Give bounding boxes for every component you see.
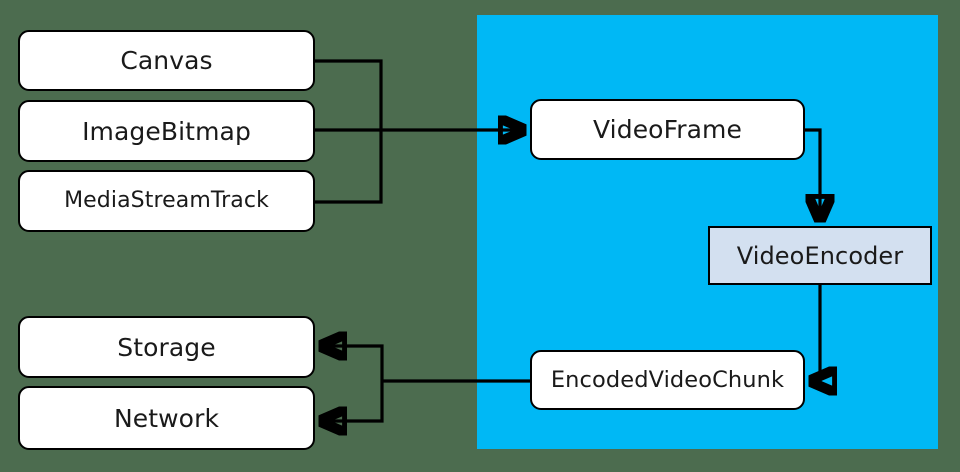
node-video-encoder[interactable]: VideoEncoder — [708, 226, 932, 285]
edge-bus-to-network — [321, 381, 384, 421]
edge-mediastreamtrack-to-videoframe — [315, 130, 383, 204]
node-video-frame[interactable]: VideoFrame — [530, 99, 805, 160]
edge-bus-to-storage — [321, 346, 384, 381]
node-network[interactable]: Network — [18, 386, 315, 450]
node-storage[interactable]: Storage — [18, 316, 315, 378]
edge-canvas-to-videoframe — [315, 59, 383, 130]
node-image-bitmap[interactable]: ImageBitmap — [18, 100, 315, 162]
node-canvas[interactable]: Canvas — [18, 30, 315, 91]
node-encoded-video-chunk[interactable]: EncodedVideoChunk — [530, 350, 805, 410]
node-media-stream-track[interactable]: MediaStreamTrack — [18, 170, 315, 232]
